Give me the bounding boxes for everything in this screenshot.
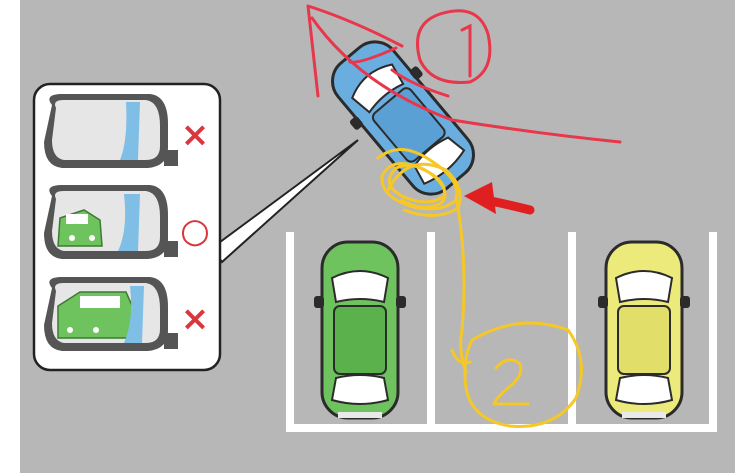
- mirror-view-3: [44, 277, 178, 351]
- handwritten-step-2: [450, 321, 583, 428]
- parking-lot-lines: [286, 232, 717, 432]
- parked-car-green: [314, 240, 406, 420]
- verdict-mark-2: ○: [180, 211, 210, 251]
- verdict-mark-1: ×: [181, 115, 210, 155]
- mirror-view-2: [44, 185, 178, 259]
- handwritten-step-1: [416, 9, 492, 85]
- direction-arrow: [464, 182, 535, 215]
- yellow-scribble: [376, 148, 468, 374]
- red-scribble: [306, 4, 622, 144]
- parked-car-yellow: [598, 240, 690, 420]
- verdict-mark-3: ×: [181, 299, 210, 339]
- mirror-view-1: [44, 94, 178, 168]
